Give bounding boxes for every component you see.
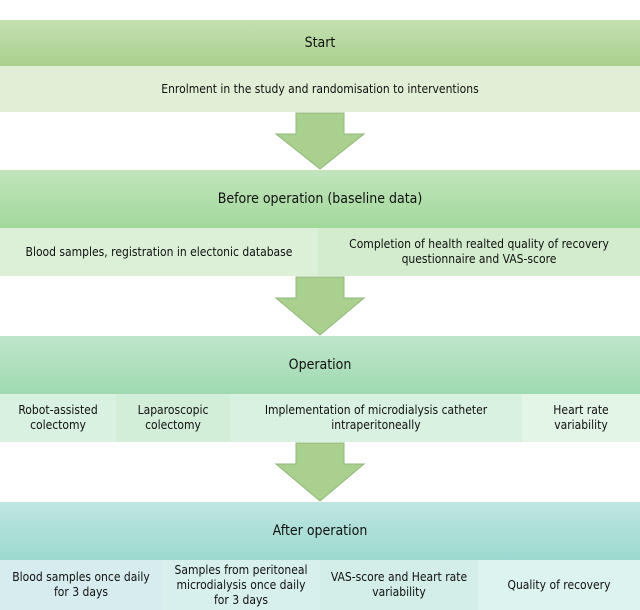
- operation-item-microdialysis-text: Implementation of microdialysis catheter…: [264, 403, 488, 432]
- before-item-questionnaire-text: Completion of health realted quality of …: [349, 237, 609, 266]
- operation-item-hrv-text: Heart rate variability: [553, 403, 609, 432]
- after-item-quality: Quality of recovery: [478, 560, 640, 610]
- after-item-microdialysis-text: Samples from peritoneal microdialysis on…: [174, 562, 308, 607]
- after-title: After operation: [272, 523, 368, 539]
- operation-header: Operation: [0, 336, 640, 394]
- after-item-blood-text: Blood samples once daily for 3 days: [12, 570, 150, 599]
- before-item-questionnaire: Completion of health realted quality of …: [318, 228, 640, 276]
- down-arrow-2: [274, 276, 366, 336]
- operation-item-robot: Robot-assisted colectomy: [0, 394, 116, 442]
- operation-title: Operation: [288, 357, 352, 373]
- operation-item-laparoscopic: Laparoscopic colectomy: [116, 394, 230, 442]
- after-item-blood: Blood samples once daily for 3 days: [0, 560, 162, 610]
- operation-item-laparoscopic-text: Laparoscopic colectomy: [137, 403, 209, 432]
- start-detail-text: Enrolment in the study and randomisation…: [161, 81, 479, 96]
- after-item-quality-text: Quality of recovery: [507, 577, 611, 592]
- before-title: Before operation (baseline data): [217, 191, 423, 207]
- start-detail: Enrolment in the study and randomisation…: [0, 66, 640, 112]
- down-arrow-3: [274, 442, 366, 502]
- operation-item-robot-text: Robot-assisted colectomy: [18, 403, 98, 432]
- operation-item-microdialysis: Implementation of microdialysis catheter…: [230, 394, 522, 442]
- start-header: Start: [0, 20, 640, 66]
- before-header: Before operation (baseline data): [0, 170, 640, 228]
- start-title: Start: [304, 35, 336, 51]
- down-arrow-1: [274, 112, 366, 170]
- after-item-microdialysis: Samples from peritoneal microdialysis on…: [162, 560, 320, 610]
- after-item-vas-hrv: VAS-score and Heart rate variability: [320, 560, 478, 610]
- before-item-blood-text: Blood samples, registration in electonic…: [25, 244, 293, 259]
- operation-item-hrv: Heart rate variability: [522, 394, 640, 442]
- after-header: After operation: [0, 502, 640, 560]
- before-item-blood: Blood samples, registration in electonic…: [0, 228, 318, 276]
- after-item-vas-hrv-text: VAS-score and Heart rate variability: [330, 570, 468, 599]
